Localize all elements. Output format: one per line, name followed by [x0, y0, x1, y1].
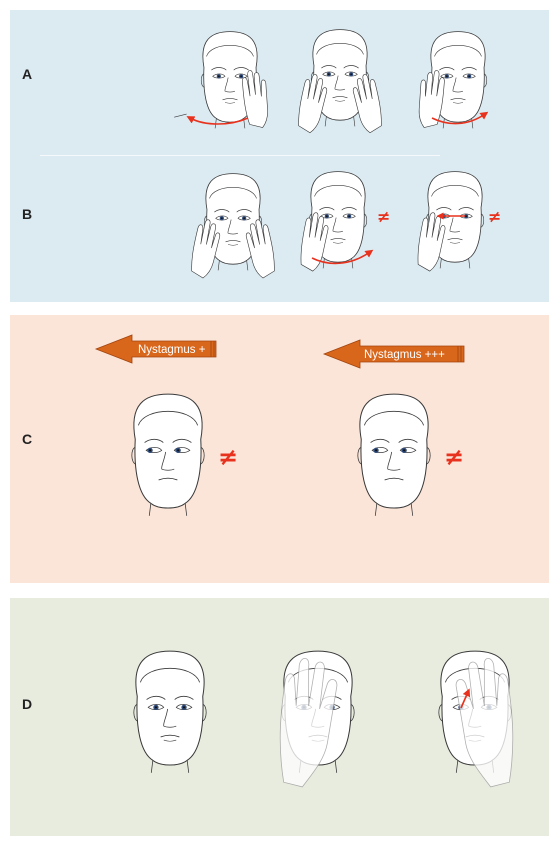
- face-c2: [358, 394, 430, 516]
- face-d1: [134, 651, 206, 773]
- not-equal-b3: ≠: [488, 207, 501, 226]
- face-a1: [174, 32, 272, 130]
- nystagmus-label-2: Nystagmus +++: [364, 349, 445, 361]
- face-d2: [280, 651, 354, 787]
- face-b2: [298, 172, 366, 273]
- not-equal-c1: ≠: [218, 443, 238, 471]
- not-equal-c2: ≠: [444, 443, 464, 471]
- face-a2: [296, 30, 385, 135]
- face-a3: [415, 32, 487, 130]
- face-d3: [439, 651, 513, 787]
- nystagmus-arrow-1: Nystagmus +: [96, 335, 216, 363]
- nystagmus-label-1: Nystagmus +: [138, 344, 206, 356]
- not-equal-b2: ≠: [377, 207, 390, 226]
- nystagmus-arrow-2: Nystagmus +++: [324, 340, 464, 368]
- face-b1: [189, 174, 278, 280]
- face-c1: [132, 394, 204, 516]
- face-b3: [415, 172, 483, 273]
